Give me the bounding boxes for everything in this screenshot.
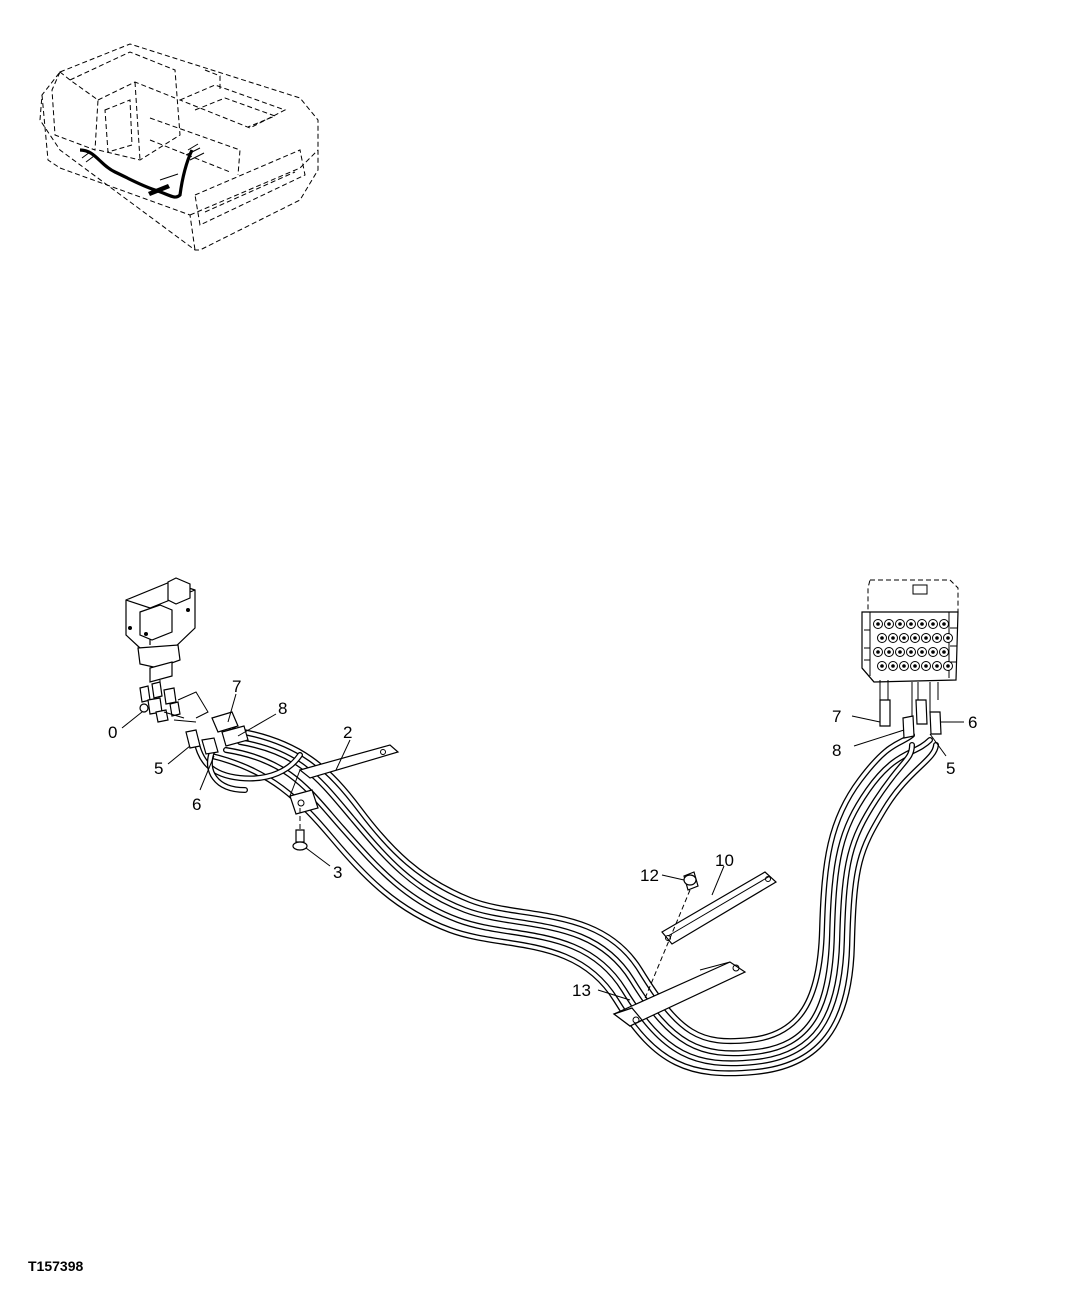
callout-left-6: 6	[192, 795, 201, 814]
bracket-2	[289, 744, 400, 815]
valve-port-center	[880, 636, 884, 640]
valve-port-center	[909, 650, 913, 654]
valve-port-center	[876, 650, 880, 654]
valve-port-center	[935, 636, 939, 640]
hose-bundle	[185, 699, 942, 1077]
valve-port-center	[946, 664, 950, 668]
valve-port-center	[924, 636, 928, 640]
callout-bolt-3: 3	[333, 863, 342, 882]
valve-port-center	[920, 622, 924, 626]
callout-left-7: 7	[232, 677, 241, 696]
valve-port-center	[891, 664, 895, 668]
leader-lines	[121, 693, 964, 1001]
valve-port-center	[946, 636, 950, 640]
bracket-13	[612, 961, 747, 1027]
valve-port-center	[931, 650, 935, 654]
callout-left-8: 8	[278, 699, 287, 718]
valve-port-center	[942, 650, 946, 654]
callout-right-5: 5	[946, 759, 955, 778]
callout-bracket-13: 13	[572, 981, 591, 1000]
valve-port-center	[920, 650, 924, 654]
callout-bracket-2: 2	[343, 723, 352, 742]
valve-port-center	[891, 636, 895, 640]
machine-locator-illustration	[39, 43, 319, 251]
valve-port-center	[887, 622, 891, 626]
callout-right-8: 8	[832, 741, 841, 760]
valve-port-center	[913, 636, 917, 640]
valve-port-center	[898, 650, 902, 654]
valve-port-center	[931, 622, 935, 626]
callout-labels: 0 5 6 7 8 2 3 12 10 13 7 8 6 5	[108, 677, 977, 1000]
valve-port-center	[942, 622, 946, 626]
valve-port-center	[880, 664, 884, 668]
valve-port-center	[876, 622, 880, 626]
solenoid-valve-left	[125, 577, 209, 723]
callout-bolt-12: 12	[640, 866, 659, 885]
valve-port-center	[935, 664, 939, 668]
valve-port-center	[898, 622, 902, 626]
control-valve-right	[861, 579, 959, 716]
bolt-3	[292, 808, 308, 851]
valve-port-center	[913, 664, 917, 668]
callout-right-7: 7	[832, 707, 841, 726]
callout-clamp-10: 10	[715, 851, 734, 870]
figure-id: T157398	[28, 1258, 83, 1274]
valve-port-center	[887, 650, 891, 654]
callout-right-6: 6	[968, 713, 977, 732]
bolt-12	[635, 871, 699, 1021]
valve-port-center	[902, 664, 906, 668]
clamp-10	[661, 871, 778, 945]
valve-port-center	[902, 636, 906, 640]
callout-left-0: 0	[108, 723, 117, 742]
valve-port-center	[909, 622, 913, 626]
valve-port-center	[924, 664, 928, 668]
callout-left-5: 5	[154, 759, 163, 778]
